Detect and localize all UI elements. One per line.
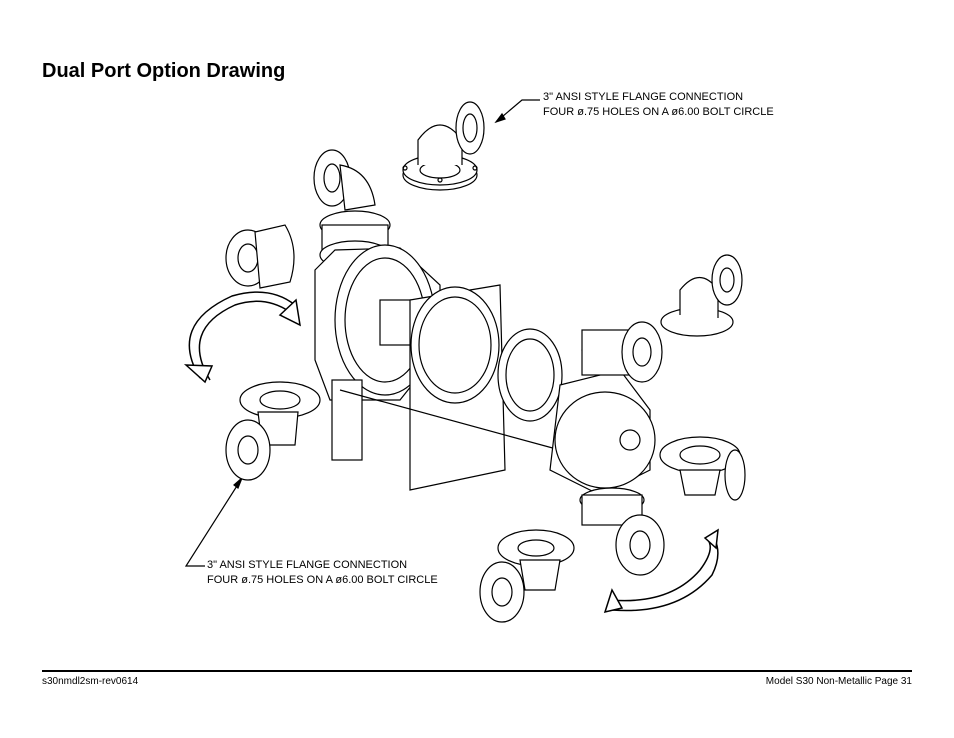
footer-page-label: Model S30 Non-Metallic Page 31 [765,676,912,687]
bottom-callout-line2: FOUR ø.75 HOLES ON A ø6.00 BOLT CIRCLE [207,574,438,586]
top-elbow-fitting [402,101,485,191]
bottom-callout-line1: 3" ANSI STYLE FLANGE CONNECTION [207,559,408,571]
right-lower-flange-fitting [659,436,746,501]
bottom-callout-leader [184,477,243,567]
center-plate [339,284,561,491]
top-callout-line1: 3" ANSI STYLE FLANGE CONNECTION [543,91,744,103]
bottom-left-flange-fitting [225,381,321,481]
bottom-flange-callout: 3" ANSI STYLE FLANGE CONNECTION FOUR ø.7… [207,558,438,588]
rotation-arrow-left [183,291,301,384]
rotation-arrow-right [603,528,719,614]
right-upper-elbow-fitting [621,254,743,383]
right-pump-chamber [549,329,656,526]
right-diaphragm [497,328,563,422]
footer-doc-id: s30nmdl2sm-rev0614 [42,676,139,687]
upper-left-elbow-fitting [313,149,376,211]
page-title: Dual Port Option Drawing [42,60,286,82]
bottom-right-flange-fitting [479,514,665,623]
top-flange-callout: 3" ANSI STYLE FLANGE CONNECTION FOUR ø.7… [543,90,774,120]
left-side-elbow-fitting [225,224,295,289]
top-callout-leader [494,99,540,124]
top-callout-line2: FOUR ø.75 HOLES ON A ø6.00 BOLT CIRCLE [543,106,774,118]
footer-divider [42,670,912,672]
